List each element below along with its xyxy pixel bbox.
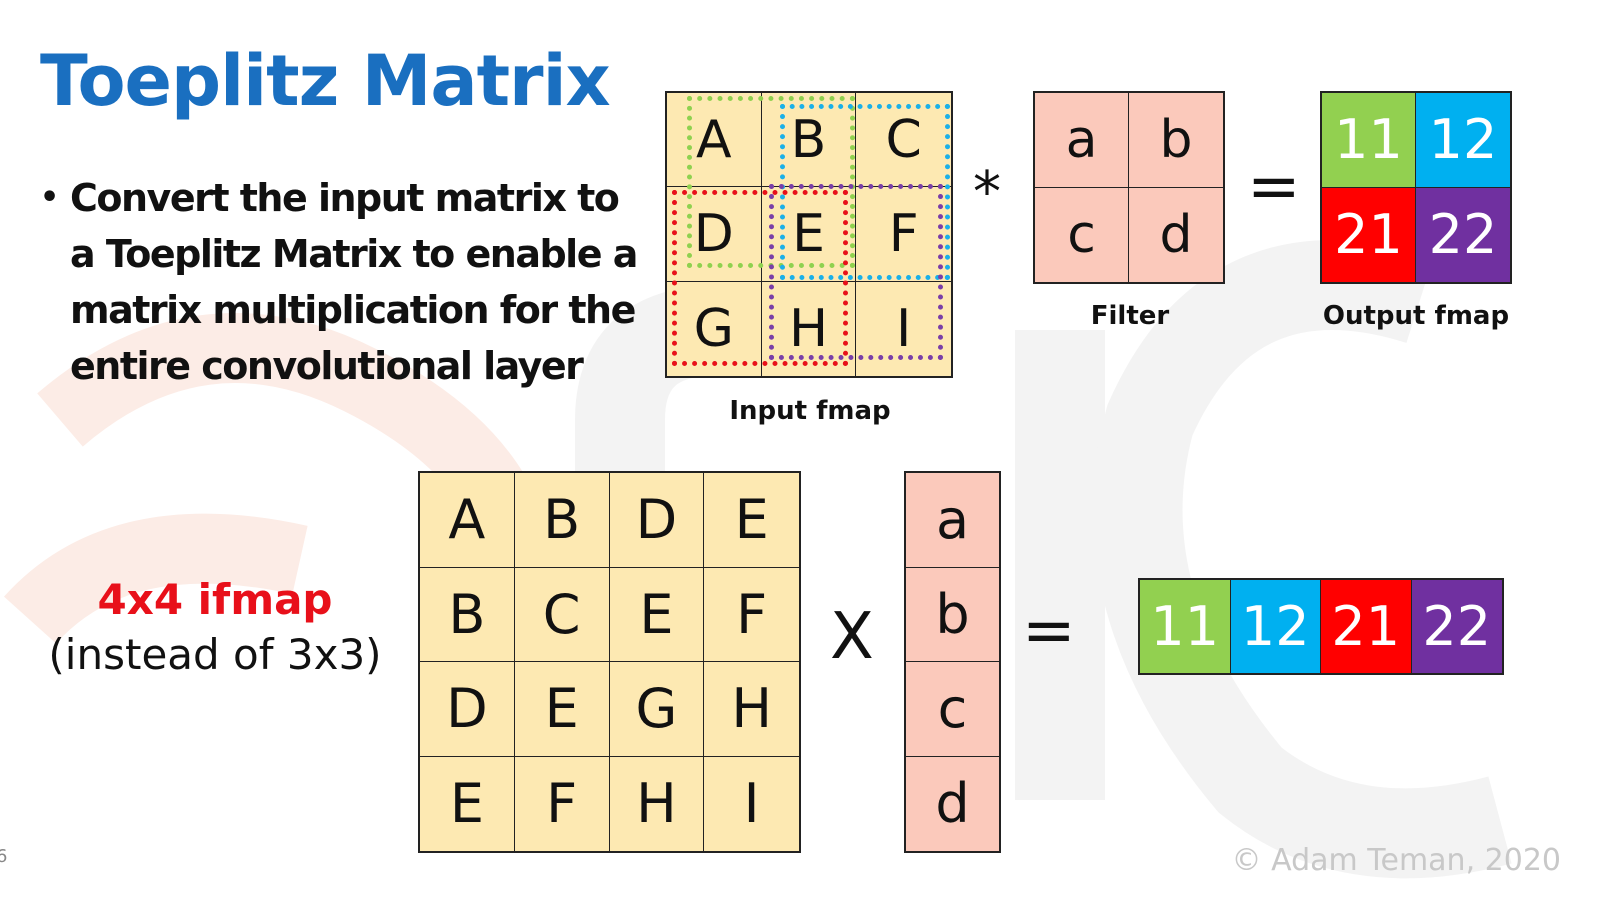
bullet-point: • Convert the input matrix to a Toeplitz…	[40, 170, 638, 394]
toeplitz-cell: F	[514, 756, 610, 851]
output-vector-cell: 12	[1230, 580, 1321, 673]
page-number: 6	[0, 846, 8, 867]
toeplitz-cell: E	[609, 567, 705, 662]
output-fmap-grid: 11 12 21 22	[1320, 91, 1512, 284]
output-cell: 22	[1416, 187, 1510, 282]
output-vector-cell: 22	[1411, 580, 1502, 673]
bullet-line: matrix multiplication for the	[70, 288, 636, 332]
toeplitz-cell: B	[420, 567, 515, 662]
input-cell: I	[856, 281, 951, 376]
output-cell: 11	[1322, 93, 1416, 188]
input-cell: H	[761, 281, 857, 376]
bullet-line: Convert the input matrix to	[70, 176, 620, 220]
page-title: Toeplitz Matrix	[40, 40, 611, 122]
window-highlight-purple	[769, 184, 943, 360]
output-vector-cell: 11	[1140, 580, 1231, 673]
filter-vector-cell: d	[906, 756, 999, 851]
filter-cell: d	[1129, 187, 1223, 282]
toeplitz-cell: D	[609, 473, 705, 568]
toeplitz-cell: G	[609, 662, 705, 757]
toeplitz-cell: H	[704, 662, 799, 757]
input-fmap-caption: Input fmap	[729, 396, 891, 426]
toeplitz-cell: B	[514, 473, 610, 568]
filter-caption: Filter	[1090, 301, 1170, 331]
bullet-symbol: •	[40, 180, 60, 215]
filter-cell: a	[1035, 93, 1129, 188]
filter-grid: a b c d	[1033, 91, 1225, 284]
multiply-operator: X	[830, 600, 874, 674]
output-cell: 12	[1416, 93, 1510, 188]
filter-vector-cell: b	[906, 567, 999, 662]
toeplitz-cell: D	[420, 662, 515, 757]
toeplitz-cell: I	[704, 756, 799, 851]
window-highlight-red	[672, 190, 848, 366]
filter-cell: b	[1129, 93, 1223, 188]
bullet-line: a Toeplitz Matrix to enable a	[70, 232, 638, 276]
input-cell: A	[667, 93, 762, 188]
input-cell: F	[856, 187, 951, 282]
toeplitz-cell: E	[704, 473, 799, 568]
bullet-line: entire convolutional layer	[70, 344, 584, 388]
toeplitz-cell: F	[704, 567, 799, 662]
ifmap-size-note: (instead of 3x3)	[48, 630, 382, 679]
toeplitz-cell: C	[514, 567, 610, 662]
output-fmap-caption: Output fmap	[1322, 301, 1510, 331]
input-cell: G	[667, 281, 762, 376]
output-cell: 21	[1322, 187, 1416, 282]
filter-vector-cell: c	[906, 662, 999, 757]
filter-cell: c	[1035, 187, 1129, 282]
equals-operator-bottom: =	[1022, 594, 1076, 668]
toeplitz-cell: E	[420, 756, 515, 851]
filter-vector-cell: a	[906, 473, 999, 568]
output-vector-cell: 21	[1321, 580, 1412, 673]
toeplitz-cell: A	[420, 473, 515, 568]
convolution-operator: *	[973, 160, 1001, 225]
equals-operator-top: =	[1247, 150, 1301, 224]
ifmap-size-label: 4x4 ifmap	[97, 575, 333, 624]
toeplitz-cell: H	[609, 756, 705, 851]
copyright-footer: © Adam Teman, 2020	[1231, 843, 1561, 878]
toeplitz-cell: E	[514, 662, 610, 757]
